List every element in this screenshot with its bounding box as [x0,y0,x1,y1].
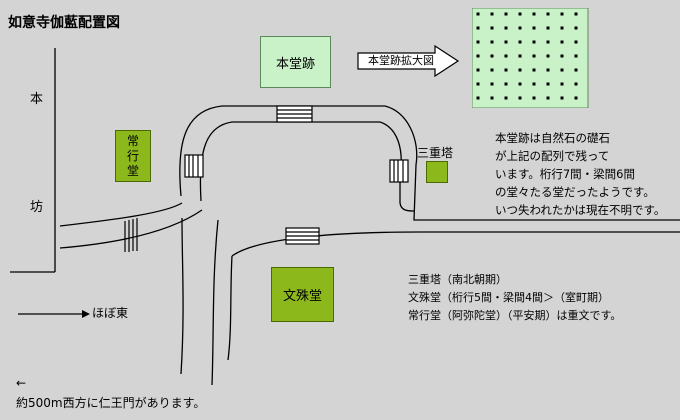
lower-road-a [180,217,184,375]
foundation-stone [532,82,536,86]
foundation-stone [476,68,480,72]
foundation-stone [504,82,508,86]
foundation-stone [560,82,564,86]
foundation-stone [546,40,550,44]
foundation-stone [546,96,550,100]
foundation-stone [518,40,522,44]
foundation-stone [490,68,494,72]
foundation-stone [574,82,578,86]
road-label-bo: 坊 [30,200,44,215]
loop-road-inner [199,121,415,212]
description-line-4: の堂々たる堂だったようです。 [495,185,655,199]
foundation-stone [574,12,578,16]
description-line-2: が上記の配列で残って [495,149,610,163]
left-street-top [59,202,183,227]
stairs-left [184,154,204,178]
stairs-right [389,159,409,183]
foundation-stone [532,54,536,58]
foundation-stone [518,54,522,58]
enlarge-arrow-shape [357,44,460,78]
sanjunoto-label: 三重塔 [417,146,454,160]
diagram-title: 如意寺伽藍配置図 [8,15,120,31]
west-arrow: ← [16,376,27,390]
foundation-stone [504,40,508,44]
foundation-stone [574,96,578,100]
foundation-stone [490,54,494,58]
monjudo-box: 文殊堂 [271,267,334,322]
note-line-3: 常行堂（阿弥陀堂）（平安期）は重文です。 [408,309,622,322]
hondo-enlarged-diagram [472,8,589,108]
lower-road-d [227,255,233,361]
foundation-stone [560,68,564,72]
lower-road-b [211,219,219,386]
foundation-stone [574,40,578,44]
foundation-stone [476,40,480,44]
stairs-bottom [285,227,320,245]
foundation-stone [560,12,564,16]
foundation-stone [504,26,508,30]
foundation-stone [560,96,564,100]
foundation-stone [532,96,536,100]
foundation-stone [532,40,536,44]
foundation-stone [476,54,480,58]
foundation-stone [490,12,494,16]
road-label-hon: 本 [30,92,44,107]
jogyodo-box: 常 行 堂 [115,130,151,182]
foundation-stone [574,26,578,30]
foundation-stone [518,12,522,16]
foundation-stone [504,68,508,72]
foundation-stone [476,96,480,100]
left-street-bottom [59,209,203,249]
foundation-stone [518,96,522,100]
foundation-stone [546,68,550,72]
loop-road-outer [179,105,680,221]
east-label: ほぼ東 [92,306,129,320]
foundation-stone [490,96,494,100]
foundation-stone [476,82,480,86]
hondo-ato-box: 本堂跡 [260,36,331,88]
foundation-stone [504,12,508,16]
description-line-3: います。桁行7間・梁間6間 [495,167,635,181]
monjudo-label: 文殊堂 [282,289,322,304]
east-arrow-head [82,310,90,318]
hondo-enlarged-bg [472,8,589,108]
bottom-note: 約500m西方に仁王門があります。 [16,396,206,410]
foundation-stone [490,82,494,86]
description-line-5: いつ失われたかは現在不明です。 [495,203,666,217]
enlarge-arrow-label: 本堂跡拡大図 [368,54,434,67]
foundation-stone [574,54,578,58]
foundation-stone [546,54,550,58]
foundation-stone [490,26,494,30]
foundation-stone [532,26,536,30]
foundation-stone [532,68,536,72]
foundation-stone [504,96,508,100]
foundation-stone [560,40,564,44]
foundation-stone [504,54,508,58]
foundation-stone [476,12,480,16]
hondo-ato-label: 本堂跡 [275,56,315,72]
note-line-2: 文殊堂（桁行5間・梁間4間＞（室町期） [408,291,609,304]
stairs-top [276,105,313,123]
foundation-stone [546,26,550,30]
foundation-stone [574,68,578,72]
stairs-left-cross [124,218,138,252]
foundation-stone [518,68,522,72]
foundation-stones [476,12,578,100]
foundation-stone [476,26,480,30]
foundation-stone [532,12,536,16]
sanjunoto-box [426,161,448,183]
foundation-stone [490,40,494,44]
foundation-stone [518,82,522,86]
jogyodo-label: 常 行 堂 [126,133,139,178]
foundation-stone [560,26,564,30]
foundation-stone [518,26,522,30]
note-line-1: 三重塔（南北朝期） [408,273,507,286]
foundation-stone [546,82,550,86]
foundation-stone [560,54,564,58]
foundation-stone [546,12,550,16]
description-line-1: 本堂跡は自然石の礎石 [495,131,610,145]
